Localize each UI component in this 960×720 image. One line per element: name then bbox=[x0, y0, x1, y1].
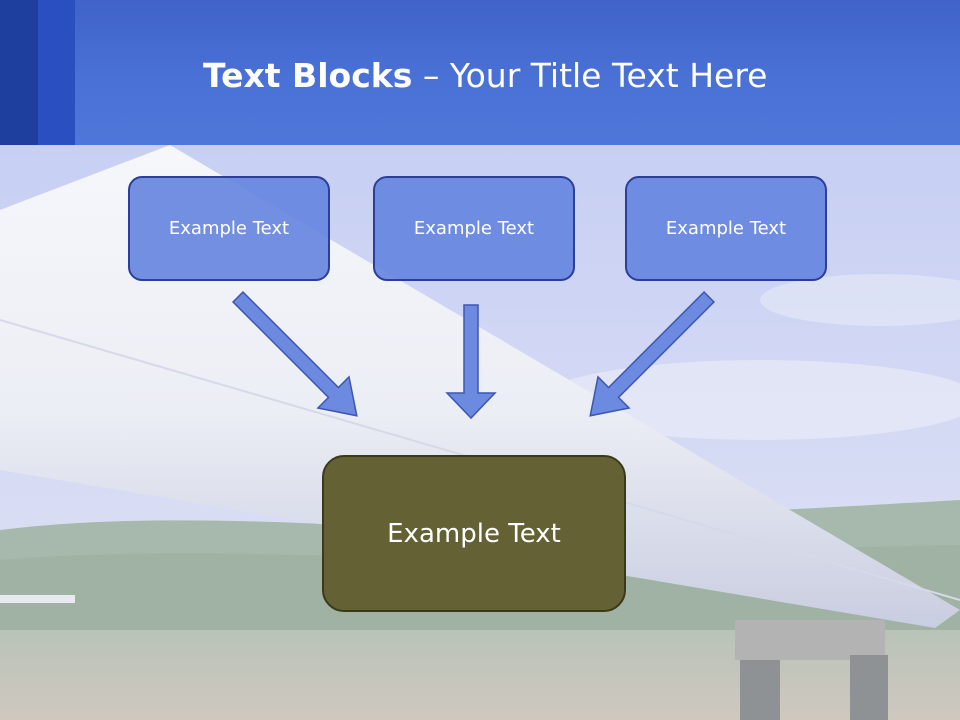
title-bar bbox=[0, 0, 960, 145]
slide-title-rest: – Your Title Text Here bbox=[412, 56, 768, 95]
accent-stripe-light bbox=[38, 0, 75, 145]
arrow-down-left-icon bbox=[589, 290, 716, 417]
slide-title-bold: Text Blocks bbox=[203, 56, 413, 95]
text-block-3[interactable]: Example Text bbox=[625, 176, 827, 281]
arrow-down-right-icon bbox=[231, 290, 358, 417]
text-block-1[interactable]: Example Text bbox=[128, 176, 330, 281]
result-block[interactable]: Example Text bbox=[322, 455, 626, 612]
arrow-down-icon bbox=[445, 304, 497, 420]
text-block-2-label: Example Text bbox=[413, 218, 535, 239]
result-block-label: Example Text bbox=[387, 518, 561, 549]
accent-stripe-dark bbox=[0, 0, 38, 145]
text-block-3-label: Example Text bbox=[665, 218, 787, 239]
text-block-1-label: Example Text bbox=[168, 218, 290, 239]
slide-title: Text Blocks – Your Title Text Here bbox=[203, 52, 767, 100]
text-block-2[interactable]: Example Text bbox=[373, 176, 575, 281]
